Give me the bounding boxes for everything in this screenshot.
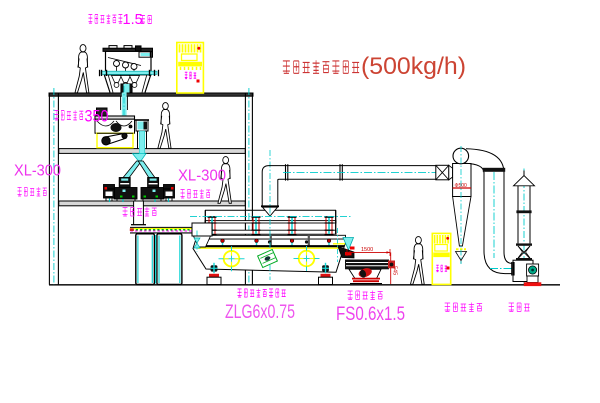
- svg-text:XL-300: XL-300: [178, 168, 226, 185]
- svg-text:545: 545: [392, 266, 398, 275]
- svg-text:FS0.6x1.5: FS0.6x1.5: [336, 303, 405, 325]
- svg-text:ZLG6x0.75: ZLG6x0.75: [225, 301, 295, 323]
- svg-text:(500kg/h): (500kg/h): [361, 53, 466, 80]
- svg-text:350: 350: [85, 108, 109, 126]
- svg-text:1.5: 1.5: [123, 12, 143, 28]
- svg-text:1500: 1500: [361, 247, 373, 253]
- svg-text:XL-300: XL-300: [14, 163, 61, 180]
